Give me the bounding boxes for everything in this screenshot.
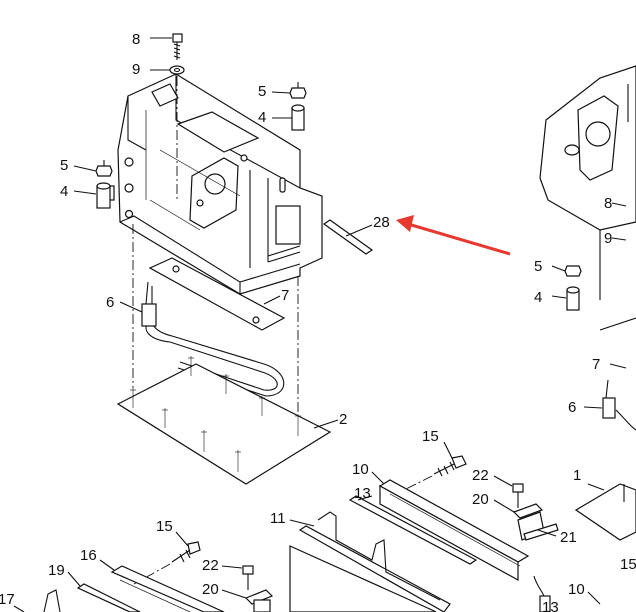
callout-17: 17 xyxy=(0,591,15,608)
callout-8: 8 xyxy=(604,195,612,212)
screw-22-rail xyxy=(512,483,524,508)
screw-15-rail xyxy=(433,455,467,477)
heater-element-6 xyxy=(141,281,285,397)
rail-10 xyxy=(378,479,530,582)
pointer-arrow xyxy=(396,215,511,256)
callout-13: 13 xyxy=(354,485,371,502)
clip-21 xyxy=(523,523,559,541)
callout-11: 11 xyxy=(270,510,286,527)
callout-10: 10 xyxy=(352,461,369,478)
callout-7: 7 xyxy=(592,356,600,373)
callout-6: 6 xyxy=(568,399,576,416)
callout-4: 4 xyxy=(258,109,266,126)
callout-28: 28 xyxy=(373,214,390,231)
screw-22-left xyxy=(242,565,254,590)
spacer-4-top xyxy=(291,104,305,131)
callout-7: 7 xyxy=(281,287,289,304)
callout-9: 9 xyxy=(604,230,612,247)
callout-20: 20 xyxy=(202,581,219,598)
screw-15-left xyxy=(171,541,201,563)
right-heater-6 xyxy=(602,379,636,431)
callout-21: 21 xyxy=(560,529,577,546)
callout-19: 19 xyxy=(48,562,65,579)
callout-22: 22 xyxy=(472,467,489,484)
callout-15: 15 xyxy=(620,556,636,573)
callout-15: 15 xyxy=(156,518,173,535)
right-plate-1 xyxy=(574,483,636,541)
right-frame-bracket xyxy=(539,65,636,331)
leader-lines xyxy=(67,37,627,605)
callout-5: 5 xyxy=(534,258,542,275)
callout-5: 5 xyxy=(60,157,68,174)
callout-5: 5 xyxy=(258,83,266,100)
strip-28 xyxy=(322,219,374,255)
callout-1: 1 xyxy=(573,467,581,484)
callout-20: 20 xyxy=(472,491,489,508)
spacer-4-left xyxy=(96,182,111,209)
nut-5-top xyxy=(289,82,307,99)
main-frame-bracket xyxy=(103,73,323,295)
gasket-7 xyxy=(148,257,286,331)
washer-9 xyxy=(169,65,185,75)
callout-9: 9 xyxy=(132,61,140,78)
callout-8: 8 xyxy=(132,31,140,48)
strip-13 xyxy=(348,495,478,565)
callout-16: 16 xyxy=(80,547,97,564)
callout-10: 10 xyxy=(568,581,585,598)
callout-22: 22 xyxy=(202,557,219,574)
callout-4: 4 xyxy=(534,289,542,306)
screw-8 xyxy=(172,33,183,60)
right-spacer-4 xyxy=(566,286,580,311)
rail-16 xyxy=(110,565,225,612)
axis-line xyxy=(133,563,171,585)
callout-2: 2 xyxy=(339,411,347,428)
base-plate-2 xyxy=(116,356,332,485)
bracket-20-left xyxy=(244,589,274,612)
right-nut-5 xyxy=(564,265,582,277)
nut-5-left xyxy=(95,160,113,177)
callout-6: 6 xyxy=(106,294,114,311)
callout-13: 13 xyxy=(542,599,559,612)
callout-15: 15 xyxy=(422,428,439,445)
frame-17 xyxy=(13,589,61,612)
callout-4: 4 xyxy=(60,183,68,200)
strip-19 xyxy=(76,583,141,612)
rail-11 xyxy=(289,511,451,612)
heater-13-small xyxy=(533,575,551,612)
